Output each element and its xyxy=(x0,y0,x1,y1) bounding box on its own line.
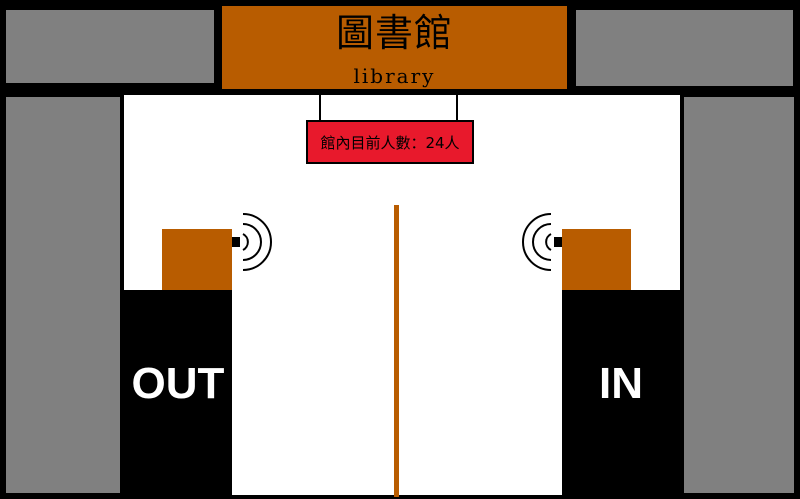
display-wire-left xyxy=(319,95,321,120)
exit-gate: OUT xyxy=(124,290,232,495)
exit-sensor xyxy=(162,229,232,290)
left-wall xyxy=(6,97,120,493)
exit-sensor-emitter xyxy=(232,237,240,247)
exit-gate-label: OUT xyxy=(131,359,225,408)
entrance-gate: IN xyxy=(562,290,680,495)
library-name-chinese: 圖書館 xyxy=(335,11,453,55)
signal-waves-icon xyxy=(242,213,272,271)
entrance-sensor xyxy=(562,229,631,290)
display-wire-right xyxy=(456,95,458,120)
lane-divider xyxy=(394,205,399,497)
right-wall xyxy=(684,97,794,493)
top-left-wall xyxy=(6,10,214,83)
top-right-wall xyxy=(576,10,793,86)
occupancy-counter-display: 館內目前人數：24人 xyxy=(306,120,474,164)
library-name-english: library xyxy=(353,64,436,88)
entrance-gate-label: IN xyxy=(599,359,643,408)
signal-waves-icon xyxy=(522,213,552,271)
entrance-sensor-emitter xyxy=(554,237,562,247)
library-sign: 圖書館 library xyxy=(222,6,567,89)
